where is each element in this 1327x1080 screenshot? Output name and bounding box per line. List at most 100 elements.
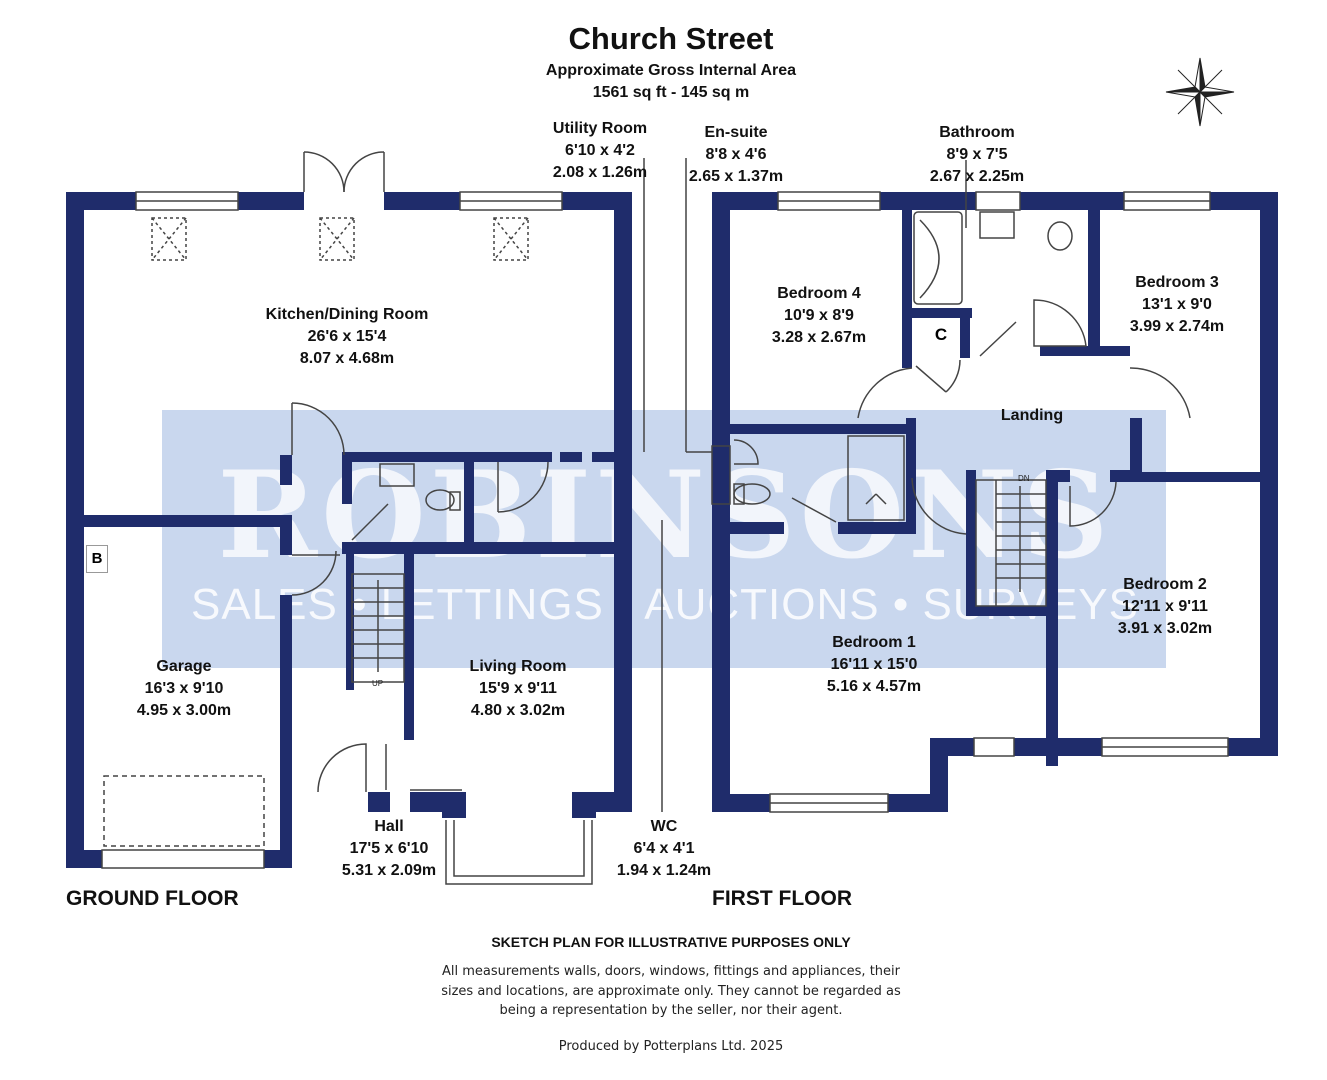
- wall: [84, 515, 282, 527]
- disclaimer-line: being a representation by the seller, no…: [499, 1003, 843, 1018]
- room-metric: 5.31 x 2.09m: [341, 862, 437, 879]
- boiler-marker: B: [86, 545, 108, 573]
- wall: [712, 794, 770, 812]
- room-utility: Utility Room 6'10 x 4'2 2.08 x 1.26m: [530, 118, 670, 184]
- wall: [1040, 346, 1100, 356]
- room-imperial: 8'8 x 4'6: [705, 146, 767, 163]
- wall: [1088, 208, 1100, 356]
- wall: [342, 452, 352, 504]
- wall: [838, 522, 916, 534]
- wall: [902, 208, 912, 368]
- room-imperial: 26'6 x 15'4: [307, 328, 387, 345]
- wall: [880, 192, 976, 210]
- wall: [1228, 738, 1278, 756]
- room-metric: 3.28 x 2.67m: [771, 329, 867, 346]
- disclaimer-heading: SKETCH PLAN FOR ILLUSTRATIVE PURPOSES ON…: [491, 934, 851, 950]
- wall: [1130, 472, 1278, 482]
- room-imperial: 6'10 x 4'2: [565, 142, 635, 159]
- wall: [560, 452, 582, 462]
- wall: [1100, 346, 1130, 356]
- room-imperial: 6'4 x 4'1: [633, 840, 695, 857]
- room-imperial: 17'5 x 6'10: [349, 840, 429, 857]
- wall: [410, 792, 466, 812]
- wall: [1046, 470, 1058, 766]
- wall: [346, 554, 354, 690]
- wall: [1130, 418, 1142, 478]
- disclaimer-text: All measurements walls, doors, windows, …: [0, 962, 1327, 1021]
- wall: [66, 192, 84, 868]
- wall: [730, 424, 914, 434]
- room-hall: Hall 17'5 x 6'10 5.31 x 2.09m: [324, 816, 454, 882]
- room-name: Bathroom: [939, 124, 1015, 141]
- room-imperial: 10'9 x 8'9: [784, 307, 854, 324]
- wall: [280, 595, 292, 850]
- wall: [730, 522, 784, 534]
- wall: [966, 470, 976, 616]
- first-floor-label: FIRST FLOOR: [712, 887, 852, 910]
- room-landing: Landing: [1000, 407, 1064, 424]
- wall: [238, 192, 304, 210]
- room-garage: Garage 16'3 x 9'10 4.95 x 3.00m: [114, 656, 254, 722]
- room-name: Living Room: [469, 658, 567, 675]
- wall: [906, 418, 916, 534]
- room-name: Bedroom 4: [777, 285, 861, 302]
- room-imperial: 16'11 x 15'0: [830, 656, 918, 673]
- wall: [966, 606, 1046, 616]
- wall: [572, 792, 632, 812]
- wall: [264, 850, 292, 868]
- wall: [342, 542, 632, 554]
- cupboard-marker: C: [934, 325, 948, 344]
- room-imperial: 8'9 x 7'5: [946, 146, 1008, 163]
- wall: [572, 812, 596, 818]
- room-name: En-suite: [704, 124, 768, 141]
- room-imperial: 15'9 x 9'11: [479, 680, 557, 697]
- room-living: Living Room 15'9 x 9'11 4.80 x 3.02m: [448, 656, 588, 722]
- wall: [66, 850, 102, 868]
- wall: [384, 192, 460, 210]
- room-name: Bedroom 2: [1123, 576, 1207, 593]
- room-metric: 3.91 x 3.02m: [1117, 620, 1213, 637]
- area-label: Approximate Gross Internal Area: [545, 62, 797, 79]
- room-name: Utility Room: [552, 120, 648, 137]
- wall: [1020, 192, 1124, 210]
- wall: [614, 192, 632, 812]
- room-metric: 2.65 x 1.37m: [688, 168, 784, 185]
- room-metric: 3.99 x 2.74m: [1129, 318, 1225, 335]
- room-metric: 1.94 x 1.24m: [616, 862, 712, 879]
- wall: [592, 452, 614, 462]
- room-bedroom-2: Bedroom 2 12'11 x 9'11 3.91 x 3.02m: [1100, 574, 1230, 640]
- room-name: WC: [650, 818, 678, 835]
- stairs-up-label: UP: [372, 679, 384, 688]
- room-imperial: 16'3 x 9'10: [144, 680, 224, 697]
- room-name: Bedroom 1: [832, 634, 916, 651]
- plan-title: Church Street: [568, 21, 774, 56]
- wall: [930, 738, 974, 756]
- room-metric: 8.07 x 4.68m: [299, 350, 395, 367]
- room-name: Garage: [156, 658, 212, 675]
- area-value: 1561 sq ft - 145 sq m: [592, 84, 750, 101]
- room-bedroom-3: Bedroom 3 13'1 x 9'0 3.99 x 2.74m: [1114, 272, 1240, 338]
- wall: [368, 792, 390, 812]
- room-metric: 2.67 x 2.25m: [929, 168, 1025, 185]
- room-metric: 4.95 x 3.00m: [136, 702, 232, 719]
- room-imperial: 13'1 x 9'0: [1142, 296, 1212, 313]
- wall: [464, 452, 474, 552]
- room-wc: WC 6'4 x 4'1 1.94 x 1.24m: [600, 816, 728, 882]
- wall: [280, 455, 292, 485]
- room-name: Bedroom 3: [1135, 274, 1219, 291]
- wall: [902, 308, 972, 318]
- room-metric: 4.80 x 3.02m: [470, 702, 566, 719]
- wall: [342, 452, 552, 462]
- room-name: Kitchen/Dining Room: [265, 306, 429, 323]
- wall: [404, 554, 414, 740]
- wall: [960, 308, 970, 358]
- room-name: Hall: [374, 818, 404, 835]
- stairs-down-label: DN: [1018, 474, 1030, 483]
- room-bathroom: Bathroom 8'9 x 7'5 2.67 x 2.25m: [916, 122, 1038, 188]
- room-kitchen-dining: Kitchen/Dining Room 26'6 x 15'4 8.07 x 4…: [240, 304, 454, 370]
- room-metric: 2.08 x 1.26m: [552, 164, 648, 181]
- ground-floor-label: GROUND FLOOR: [66, 887, 239, 910]
- watermark-brand: ROBINSONS: [217, 445, 1113, 586]
- wall: [1014, 738, 1102, 756]
